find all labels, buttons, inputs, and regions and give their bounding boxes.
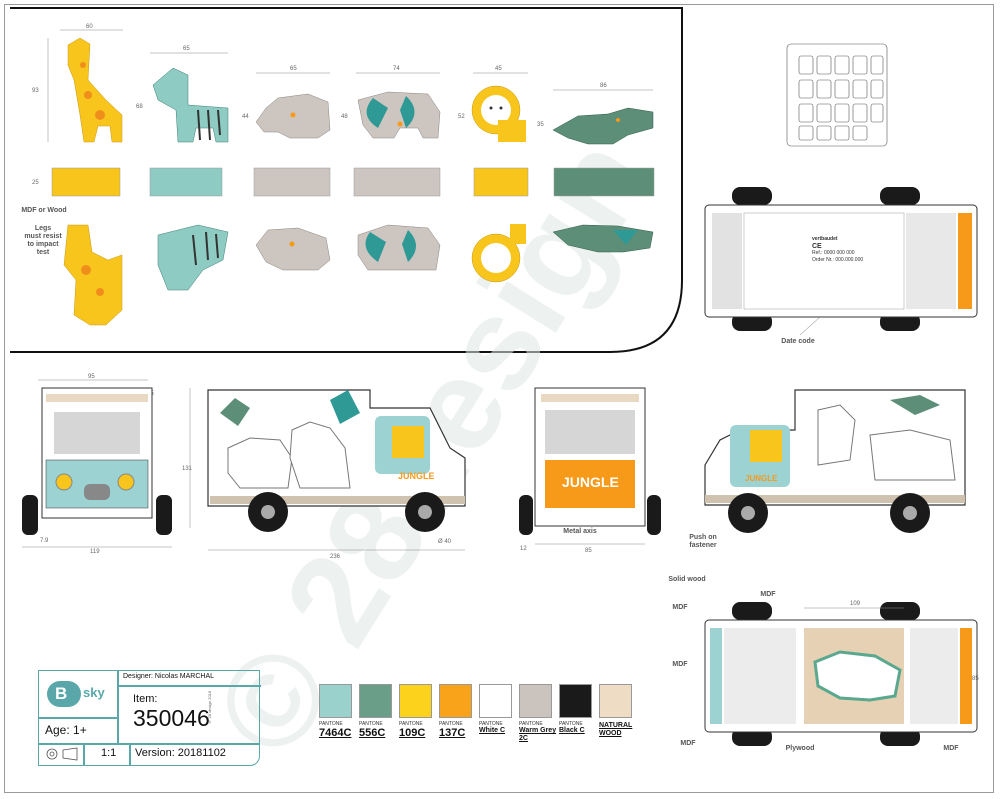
pantone-prefix: PANTONE [519, 721, 543, 727]
pantone-code: NATURAL WOOD [599, 722, 633, 737]
svg-text:95: 95 [88, 374, 95, 380]
side-view-right [704, 389, 966, 533]
svg-text:52: 52 [458, 114, 465, 120]
giraffe-figure: 60 93 25 [32, 24, 123, 326]
mdf-note-2: MDF [760, 591, 776, 598]
svg-text:93: 93 [32, 88, 39, 94]
svg-text:74: 74 [393, 66, 400, 72]
svg-text:60: 60 [86, 24, 93, 30]
underside-view [704, 187, 978, 335]
title-block: B sky Age: 1+ Designer: Nicolas MARCHAL … [38, 670, 261, 766]
side-view-left: 131 Ø 40 236 [182, 388, 466, 560]
truck-sign-back: JUNGLE [562, 474, 619, 490]
sheet-border [4, 4, 994, 793]
pantone-prefix: PANTONE [359, 721, 383, 727]
version-label: Version: 20181102 [135, 747, 226, 759]
pantone-code: White C [479, 727, 506, 734]
truck-sign-side: JUNGLE [398, 471, 435, 481]
pantone-prefix: PANTONE [439, 721, 463, 727]
elephant-figure: 74 48 [341, 66, 441, 271]
animals-drawing: 60 93 25 65 68 65 44 74 48 [32, 24, 655, 326]
pantone-swatch [519, 684, 552, 718]
svg-text:65: 65 [290, 66, 297, 72]
plywood-note: Plywood [785, 745, 815, 752]
svg-text:131: 131 [182, 466, 193, 472]
pantone-prefix: PANTONE [559, 721, 583, 727]
pantone-swatch [599, 684, 632, 718]
brand-logo: B [47, 681, 81, 707]
pantone-code: 556C [359, 727, 386, 739]
pantone-code: 137C [439, 727, 466, 739]
svg-text:Ø 40: Ø 40 [438, 539, 452, 545]
truck-sign-right: JUNGLE [745, 474, 778, 483]
pantone-swatch [479, 684, 512, 718]
solid-wood-note: Solid wood [668, 576, 706, 583]
svg-text:65: 65 [183, 46, 190, 52]
lion-figure: 45 52 [458, 66, 529, 283]
brand-name: sky [83, 685, 105, 700]
svg-text:45: 45 [495, 66, 502, 72]
svg-text:44: 44 [242, 114, 249, 120]
pantone-prefix: PANTONE [479, 721, 503, 727]
pantone-code: 109C [399, 727, 426, 739]
mdf-note-4: MDF [680, 740, 696, 747]
pantone-swatch [559, 684, 592, 718]
svg-text:85: 85 [585, 548, 592, 554]
svg-text:119: 119 [90, 549, 100, 555]
pantone-code: 7464C [319, 727, 352, 739]
pantone-swatch [399, 684, 432, 718]
svg-text:35: 35 [537, 122, 544, 128]
top-view: 109 85 [704, 601, 979, 746]
svg-text:86: 86 [600, 83, 607, 89]
mdf-note-1: MDF [672, 604, 688, 611]
pantone-swatch [439, 684, 472, 718]
pantone-swatch [359, 684, 392, 718]
svg-text:12: 12 [520, 546, 527, 552]
pantone-swatch [319, 684, 352, 718]
mdf-note-5: MDF [943, 745, 959, 752]
blister-pack-icon [786, 43, 888, 147]
crocodile-figure: 86 35 [537, 83, 655, 253]
svg-text:236: 236 [330, 554, 341, 560]
svg-text:7.9: 7.9 [40, 538, 49, 544]
rhino-figure: 65 44 [242, 66, 331, 271]
pantone-code: Black C [559, 727, 585, 734]
scale-label: 1:1 [101, 747, 117, 759]
age-label: Age: 1+ [45, 723, 87, 737]
designer-label: Designer: Nicolas MARCHAL [123, 673, 215, 680]
svg-text:68: 68 [136, 104, 143, 110]
metal-axis-note: Metal axis [563, 528, 597, 535]
pantone-prefix: PANTONE [399, 721, 423, 727]
pantone-code: Warm Grey 2C [519, 727, 557, 742]
svg-text:25: 25 [32, 180, 39, 186]
mdf-note-3: MDF [672, 661, 688, 668]
svg-text:48: 48 [341, 114, 348, 120]
front-view: 95 R5 7.9 119 [22, 374, 172, 555]
back-view: 12 85 [519, 387, 661, 554]
mdf-or-wood-note: MDF or Wood [21, 207, 67, 214]
projection-symbol-icon [46, 747, 78, 761]
svg-text:85: 85 [972, 676, 979, 682]
label-plate: vertbaudet CE Ref.: 0000 000 000 Order N… [812, 236, 864, 263]
zebra-figure: 65 68 [136, 46, 229, 291]
item-label: Item: [133, 693, 158, 705]
pantone-prefix: PANTONE [319, 721, 343, 727]
item-number: 350046 [133, 705, 210, 731]
svg-text:109: 109 [850, 601, 861, 607]
date-code-note: Date code [781, 338, 815, 345]
